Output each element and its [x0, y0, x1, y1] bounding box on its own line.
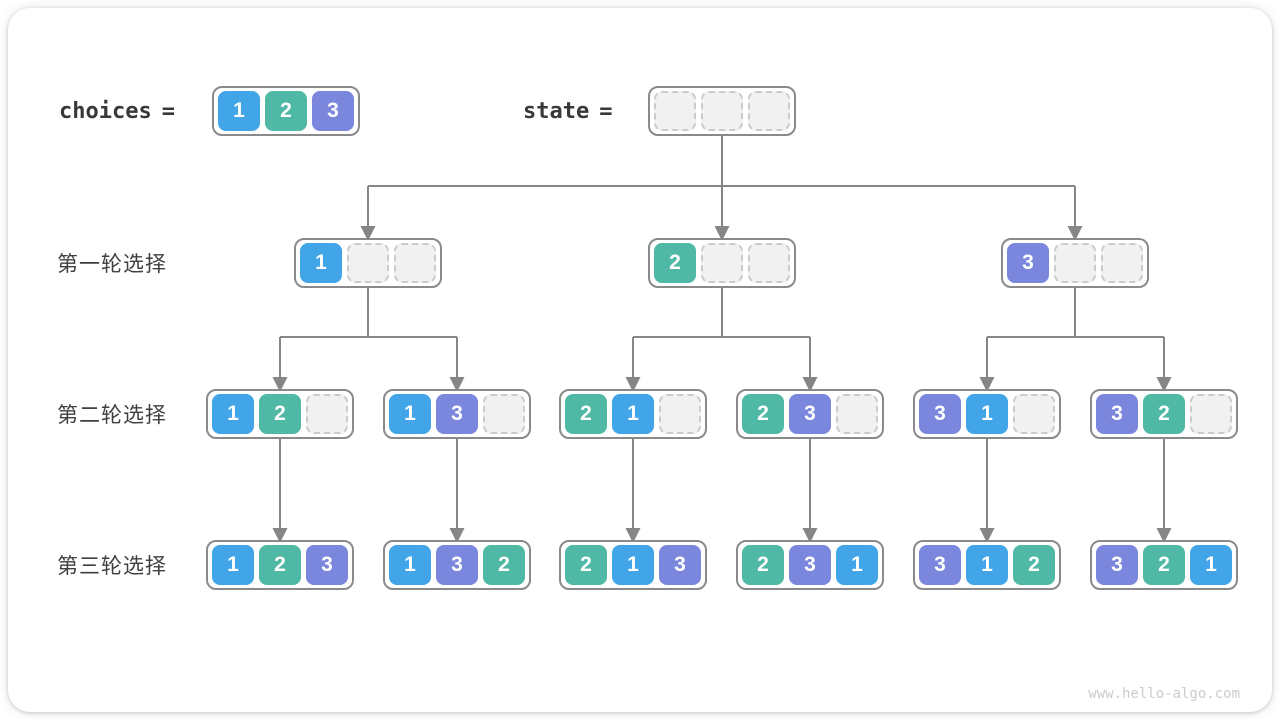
watermark: www.hello-algo.com	[1088, 686, 1240, 702]
empty-slot	[701, 243, 743, 283]
value-cell-2: 2	[259, 394, 301, 434]
choices-caption: choices =	[59, 86, 175, 136]
empty-slot	[1101, 243, 1143, 283]
value-cell-1: 1	[300, 243, 342, 283]
empty-slot	[394, 243, 436, 283]
empty-slot	[1190, 394, 1232, 434]
value-cell-3: 3	[1096, 394, 1138, 434]
value-cell-1: 1	[1190, 545, 1232, 585]
value-cell-1: 1	[212, 545, 254, 585]
round-1-label: 第一轮选择	[57, 253, 167, 276]
empty-slot	[748, 243, 790, 283]
empty-slot	[1013, 394, 1055, 434]
empty-slot	[483, 394, 525, 434]
value-cell-1: 1	[612, 394, 654, 434]
value-cell-3: 3	[1096, 545, 1138, 585]
round-3-label: 第三轮选择	[57, 555, 167, 578]
empty-slot	[306, 394, 348, 434]
value-cell-3: 3	[919, 394, 961, 434]
state-caption: state =	[523, 86, 612, 136]
value-cell-3: 3	[1007, 243, 1049, 283]
state-box-r1-1: 1	[294, 238, 442, 288]
value-cell-2: 2	[1143, 394, 1185, 434]
state-label: state	[523, 98, 590, 124]
choices-label: choices	[59, 98, 152, 124]
value-cell-2: 2	[565, 394, 607, 434]
value-cell-1: 1	[212, 394, 254, 434]
value-cell-1: 1	[389, 545, 431, 585]
value-cell-2: 2	[265, 91, 307, 131]
round-2-label: 第二轮选择	[57, 404, 167, 427]
empty-slot	[748, 91, 790, 131]
value-cell-3: 3	[436, 394, 478, 434]
equals-icon: =	[599, 98, 613, 124]
value-cell-2: 2	[1143, 545, 1185, 585]
value-cell-2: 2	[259, 545, 301, 585]
empty-slot	[1054, 243, 1096, 283]
value-cell-2: 2	[483, 545, 525, 585]
empty-slot	[347, 243, 389, 283]
value-cell-2: 2	[654, 243, 696, 283]
value-cell-3: 3	[436, 545, 478, 585]
value-cell-3: 3	[789, 394, 831, 434]
state-box-r1-2: 2	[648, 238, 796, 288]
value-cell-3: 3	[306, 545, 348, 585]
empty-slot	[659, 394, 701, 434]
value-cell-2: 2	[742, 545, 784, 585]
empty-slot	[654, 91, 696, 131]
value-cell-3: 3	[919, 545, 961, 585]
value-cell-2: 2	[742, 394, 784, 434]
empty-slot	[701, 91, 743, 131]
value-cell-1: 1	[389, 394, 431, 434]
equals-icon: =	[161, 98, 175, 124]
value-cell-1: 1	[836, 545, 878, 585]
value-cell-1: 1	[218, 91, 260, 131]
state-box-r1-3: 3	[1001, 238, 1149, 288]
value-cell-1: 1	[966, 545, 1008, 585]
value-cell-3: 3	[659, 545, 701, 585]
state-box-root	[648, 86, 796, 136]
value-cell-1: 1	[966, 394, 1008, 434]
value-cell-2: 2	[565, 545, 607, 585]
value-cell-3: 3	[789, 545, 831, 585]
value-cell-2: 2	[1013, 545, 1055, 585]
value-cell-3: 3	[312, 91, 354, 131]
empty-slot	[836, 394, 878, 434]
value-cell-1: 1	[612, 545, 654, 585]
